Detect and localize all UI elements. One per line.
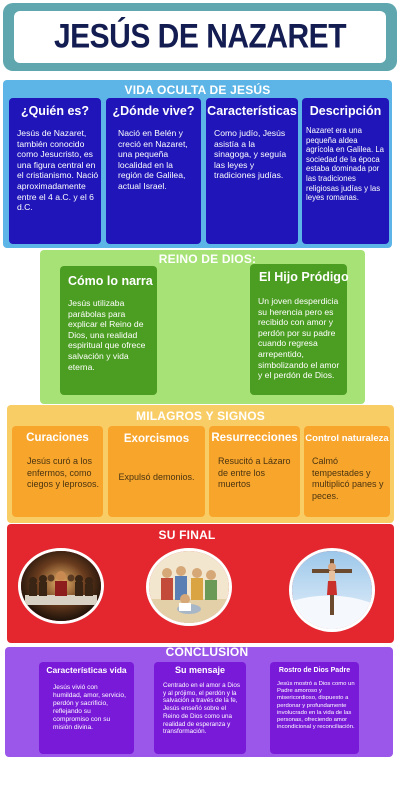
card-title: Exorcismos [123, 433, 190, 445]
card-text: Nazaret era una pequeña aldea agrícola e… [306, 126, 385, 203]
card-su-mensaje: Su mensaje Centrado en el amor a Dios y … [154, 662, 246, 754]
last-supper-image [18, 548, 104, 624]
card-text: Jesús de Nazaret, también conocido como … [17, 128, 99, 213]
card-donde-vive: ¿Dónde vive? Nació en Belén y creció en … [106, 98, 201, 244]
card-title: Descripción [309, 104, 382, 118]
card-text: Nació en Belén y creció en Nazaret, una … [118, 128, 188, 191]
card-resurrecciones: Resurrecciones Resucitó a Lázaro de entr… [209, 426, 300, 517]
card-curaciones: Curaciones Jesús curó a los enfermos, co… [12, 426, 103, 517]
section-heading-vida-oculta: VIDA OCULTA DE JESÚS [124, 83, 271, 97]
washing-feet-image [146, 548, 232, 626]
page-title: JESÚS DE NAZARET [53, 17, 347, 56]
card-rostro-de-dios: Rostro de Dios Padre Jesús mostró a Dios… [270, 662, 359, 754]
card-text: Jesús utilizaba parábolas para explicar … [68, 298, 146, 372]
card-text: Un joven desperdicia su herencia pero es… [258, 296, 340, 381]
card-text: Como judío, Jesús asistía a la sinagoga,… [214, 128, 287, 181]
card-title: Cómo lo narra [68, 274, 153, 288]
card-text: Centrado en el amor a Dios y al prójimo,… [163, 682, 241, 736]
card-title: Curaciones [26, 432, 89, 444]
card-text: Resucitó a Lázaro de entre los muertos [218, 456, 291, 489]
section-heading-milagros: MILAGROS Y SIGNOS [136, 409, 265, 423]
card-title: Control naturaleza [305, 433, 389, 444]
card-text: Jesús mostró a Dios como un Padre amoros… [277, 681, 355, 731]
section-heading-conclusion: CONCLUSIÓN [165, 645, 249, 659]
card-text: Expulsó demonios. [118, 472, 195, 482]
card-title: Características [207, 104, 297, 118]
card-title: ¿Quién es? [20, 104, 90, 118]
card-control-naturaleza: Control naturaleza Calmó tempestades y m… [304, 426, 390, 517]
card-title: El Hijo Pródigo [259, 270, 349, 284]
card-title: Resurrecciones [211, 432, 298, 444]
card-text: Jesús curó a los enfermos, como ciegos y… [27, 456, 100, 489]
card-descripcion: Descripción Nazaret era una pequeña alde… [302, 98, 389, 244]
section-heading-reino: REINO DE DIOS: [158, 252, 257, 266]
crucifixion-image [289, 548, 375, 632]
card-caracteristicas-vida: Características vida Jesús vivió con hum… [39, 662, 134, 754]
title-box: JESÚS DE NAZARET [14, 11, 386, 63]
card-exorcismos: Exorcismos Expulsó demonios. [108, 426, 205, 517]
card-title: ¿Dónde vive? [112, 104, 195, 118]
card-title: Su mensaje [174, 665, 226, 675]
card-text: Jesús vivió con humildad, amor, servicio… [53, 684, 126, 731]
card-text: Calmó tempestades y multiplicó panes y p… [312, 456, 384, 501]
section-heading-final: SU FINAL [158, 528, 216, 542]
card-caracteristicas: Características Como judío, Jesús asistí… [206, 98, 298, 244]
card-hijo-prodigo: El Hijo Pródigo Un joven desperdicia su … [250, 264, 349, 395]
card-quien-es: ¿Quién es? Jesús de Nazaret, también con… [9, 98, 101, 244]
card-como-lo-narra: Cómo lo narra Jesús utilizaba parábolas … [60, 266, 157, 395]
card-title: Características vida [46, 665, 127, 675]
card-title: Rostro de Dios Padre [278, 667, 351, 674]
